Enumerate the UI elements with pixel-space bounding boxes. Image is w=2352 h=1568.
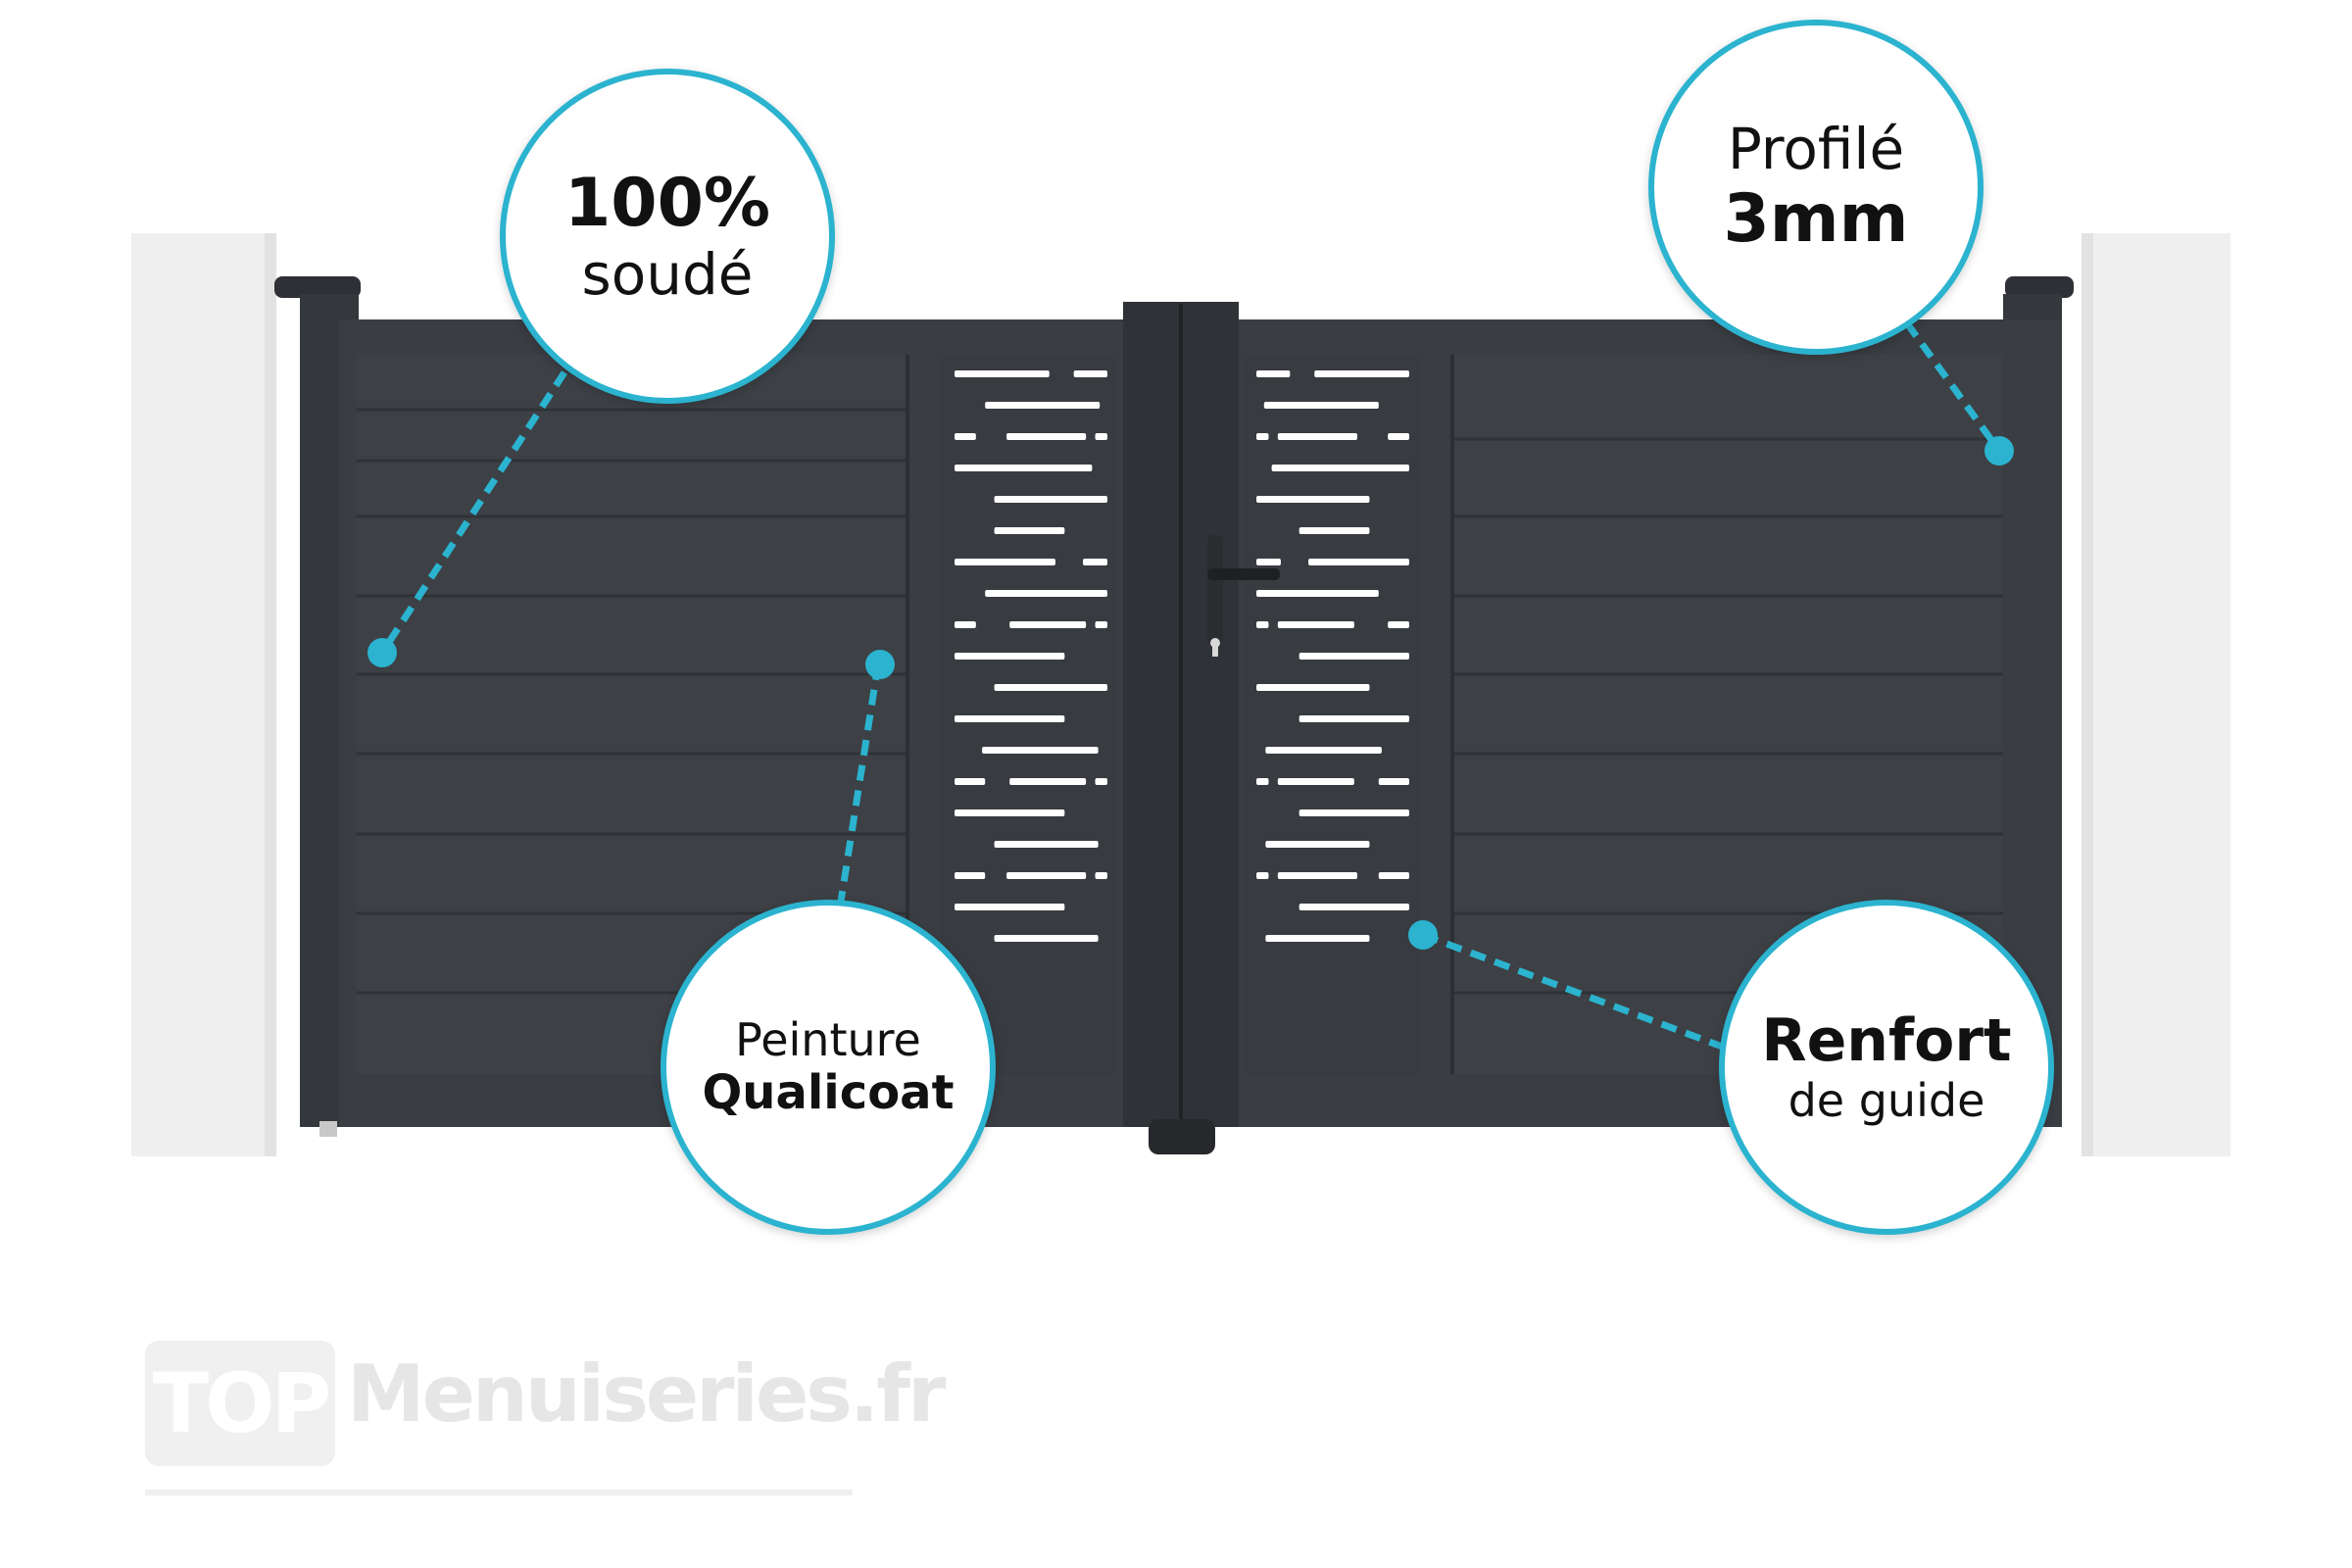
decorative-slot [1256,684,1370,691]
decorative-slot [994,684,1107,691]
decorative-slot [955,621,976,628]
decorative-slot [1298,527,1370,534]
decorative-slot [1277,621,1354,628]
welded-label: soudé [581,240,754,308]
logo-badge: TOP [145,1341,335,1466]
decorative-slot [994,841,1099,848]
guide-sublabel: de guide [1788,1074,1985,1128]
profile-label: Profilé [1727,115,1905,182]
decorative-slot [1277,872,1357,879]
decorative-slot [1277,433,1357,440]
decorative-slot [955,465,1093,471]
decorative-slot [955,904,1065,910]
callout-paint: Peinture Qualicoat [661,900,996,1235]
decorative-slot [1256,559,1281,565]
decorative-slot [1009,778,1087,785]
decorative-slot [1256,590,1379,597]
decorative-slot [1095,872,1107,879]
paint-value: Qualicoat [702,1064,955,1120]
decorative-slot [1298,809,1409,816]
leader-line-profile [1904,320,2014,466]
decorative-slot [1265,841,1370,848]
decorative-slot [955,370,1050,377]
callout-welded: 100% soudé [500,69,835,404]
decorative-slot [1277,778,1354,785]
decorative-slot [955,653,1065,660]
decorative-slot [1298,715,1409,722]
decorative-slot [985,402,1101,409]
paint-label: Peinture [735,1012,921,1066]
decorative-slot [1073,370,1107,377]
leader-line-welded [368,370,567,667]
decorative-slot [1095,778,1107,785]
decorative-slot [955,559,1055,565]
decorative-slot [994,935,1099,942]
decorative-slot [1314,370,1409,377]
callout-profile: Profilé 3mm [1648,20,1984,355]
decorative-slot [1006,433,1087,440]
profile-value: 3mm [1723,180,1909,259]
decorative-slot [1388,433,1409,440]
left-pillar [131,233,276,1156]
decorative-slot [1256,778,1269,785]
decorative-slot [1388,621,1409,628]
decorative-slot [955,872,986,879]
right-pillar [2082,233,2230,1156]
decorative-slot [1256,496,1370,503]
decorative-slot [1095,621,1107,628]
decorative-slot [1378,872,1409,879]
guide-label: Renfort [1761,1006,2012,1076]
decorative-slot [985,590,1107,597]
decorative-slots-left [955,370,1107,942]
center-stile [1123,302,1239,1154]
decorative-slot [1265,935,1370,942]
logo-badge-text: TOP [152,1355,331,1451]
decorative-slot [1378,778,1409,785]
brand-logo: TOP Menuiseries.fr [145,1341,946,1497]
decorative-slot [994,496,1107,503]
decorative-slot [1308,559,1409,565]
decorative-slot [955,433,976,440]
decorative-slot [1298,904,1409,910]
decorative-slot [1083,559,1107,565]
leader-line-guide [1408,920,1735,1054]
decorative-slot [955,809,1065,816]
leader-line-paint [837,650,895,903]
logo-name: Menuiseries.fr [347,1348,946,1440]
decorative-slot [982,747,1099,754]
decorative-slot [1298,653,1409,660]
welded-value: 100% [564,164,771,242]
decorative-slot [1095,433,1107,440]
decorative-slot [1256,370,1291,377]
decorative-slot [955,778,986,785]
decorative-slot [1271,465,1409,471]
decorative-slot [1256,621,1269,628]
decorative-slot [1265,747,1382,754]
decorative-slot [1263,402,1379,409]
decorative-slots-right [1256,370,1409,942]
logo-underline [145,1490,853,1495]
door-handle [1207,535,1280,657]
decorative-slot [1006,872,1087,879]
decorative-slot [1256,433,1269,440]
decorative-slot [1256,872,1269,879]
callout-guide: Renfort de guide [1719,900,2054,1235]
decorative-slot [1009,621,1087,628]
decorative-slot [994,527,1065,534]
decorative-slot [955,715,1065,722]
